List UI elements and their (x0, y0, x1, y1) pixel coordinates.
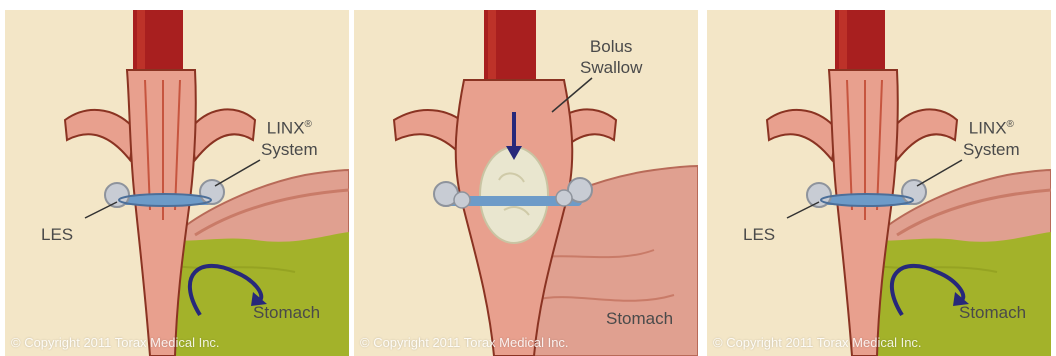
copyright-notice: © Copyright 2011 Torax Medical Inc. (360, 335, 569, 350)
linx-system-label: LINX® System (261, 114, 318, 160)
les-label: LES (41, 224, 73, 245)
panel-closed-right: LINX® System LES Stomach © Copyright 201… (707, 10, 1051, 356)
bolus (480, 147, 548, 243)
linx-system-label: LINX® System (963, 114, 1020, 160)
stomach-label: Stomach (253, 302, 320, 323)
copyright-notice: © Copyright 2011 Torax Medical Inc. (11, 335, 220, 350)
stomach-label: Stomach (959, 302, 1026, 323)
panel-bolus-swallow: Bolus Swallow Stomach © Copyright 2011 T… (354, 10, 698, 356)
stomach-label: Stomach (606, 308, 673, 329)
panel-closed-left: LINX® System LES Stomach © Copyright 201… (5, 10, 349, 356)
copyright-notice: © Copyright 2011 Torax Medical Inc. (713, 335, 922, 350)
esophagus-illustration (354, 10, 698, 356)
les-label: LES (743, 224, 775, 245)
bolus-swallow-label: Bolus Swallow (580, 36, 642, 78)
